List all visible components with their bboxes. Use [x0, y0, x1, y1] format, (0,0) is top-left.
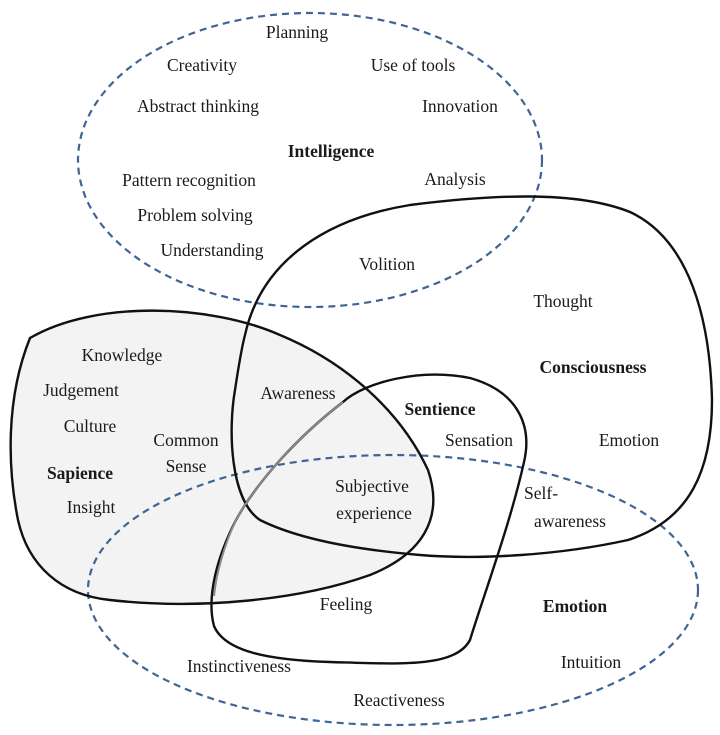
label-problem-solving: Problem solving	[137, 205, 252, 225]
label-culture: Culture	[64, 416, 117, 436]
sentience-inner-boundary	[213, 401, 344, 597]
label-pattern-recognition: Pattern recognition	[122, 170, 256, 190]
label-creativity: Creativity	[167, 55, 237, 75]
label-analysis: Analysis	[424, 169, 485, 189]
label-insight: Insight	[67, 497, 116, 517]
label-self: Self-	[524, 483, 558, 503]
label-subjective: Subjective	[335, 476, 409, 496]
label-planning: Planning	[266, 22, 328, 42]
label-reactiveness: Reactiveness	[353, 690, 445, 710]
intelligence-region	[76, 11, 544, 309]
label-use-of-tools: Use of tools	[371, 55, 456, 75]
label-abstract-thinking: Abstract thinking	[137, 96, 259, 116]
label-sense: Sense	[166, 456, 207, 476]
consciousness-region	[230, 195, 714, 559]
title-emotion: Emotion	[543, 596, 607, 616]
sapience-region	[9, 309, 435, 606]
label-feeling: Feeling	[320, 594, 373, 614]
sapience-region-fill	[10, 310, 434, 604]
label-thought: Thought	[533, 291, 592, 311]
label-innovation: Innovation	[422, 96, 498, 116]
label-intuition: Intuition	[561, 652, 622, 672]
emotion-region	[86, 453, 700, 727]
label-knowledge: Knowledge	[82, 345, 163, 365]
label-common: Common	[153, 430, 218, 450]
label-awareness-self: awareness	[534, 511, 606, 531]
label-volition: Volition	[359, 254, 415, 274]
title-intelligence: Intelligence	[288, 141, 375, 161]
label-understanding: Understanding	[160, 240, 263, 260]
title-consciousness: Consciousness	[540, 357, 647, 377]
label-emotion: Emotion	[599, 430, 660, 450]
label-awareness: Awareness	[260, 383, 335, 403]
label-instinctiveness: Instinctiveness	[187, 656, 291, 676]
title-sapience: Sapience	[47, 463, 113, 483]
label-sensation: Sensation	[445, 430, 513, 450]
label-judgement: Judgement	[43, 380, 119, 400]
label-experience: experience	[336, 503, 412, 523]
title-sentience: Sentience	[405, 399, 476, 419]
